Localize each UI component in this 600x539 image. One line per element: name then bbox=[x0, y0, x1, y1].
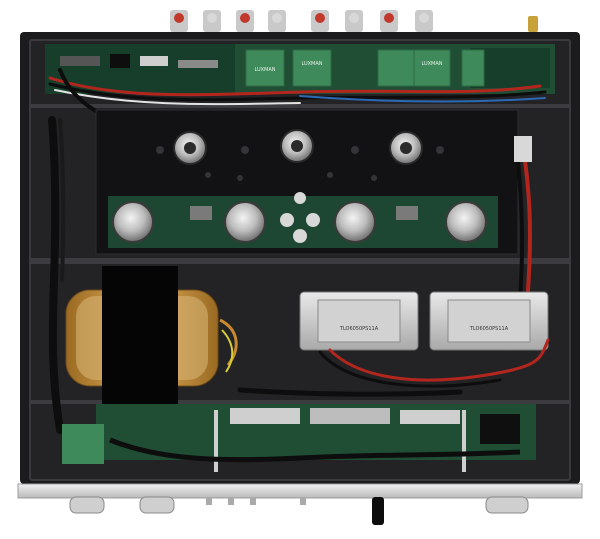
rear-terminals bbox=[170, 10, 538, 32]
power-transformer bbox=[65, 266, 238, 406]
output-transformers: TLO6050PS11A TLO6050PS11A bbox=[299, 291, 549, 351]
panel-holes bbox=[156, 146, 444, 181]
output-tubes bbox=[112, 201, 487, 243]
front-panel bbox=[17, 483, 583, 499]
relay-label-2: LUXMAN bbox=[301, 61, 322, 67]
relay-label-1: LUXMAN bbox=[254, 67, 275, 73]
driver-tubes bbox=[173, 129, 423, 165]
transformer-wiring bbox=[237, 338, 550, 397]
left-wiring bbox=[48, 116, 66, 434]
relay-modules: LUXMAN LUXMAN LUXMAN bbox=[245, 49, 485, 87]
transformer-label-right: TLO6050PS11A bbox=[469, 326, 509, 332]
control-board bbox=[62, 404, 536, 472]
relay-label-3: LUXMAN bbox=[421, 61, 442, 67]
right-wiring bbox=[514, 136, 532, 302]
front-knobs bbox=[69, 496, 529, 525]
transformer-label-left: TLO6050PS11A bbox=[339, 326, 379, 332]
center-capacitors bbox=[190, 192, 418, 243]
